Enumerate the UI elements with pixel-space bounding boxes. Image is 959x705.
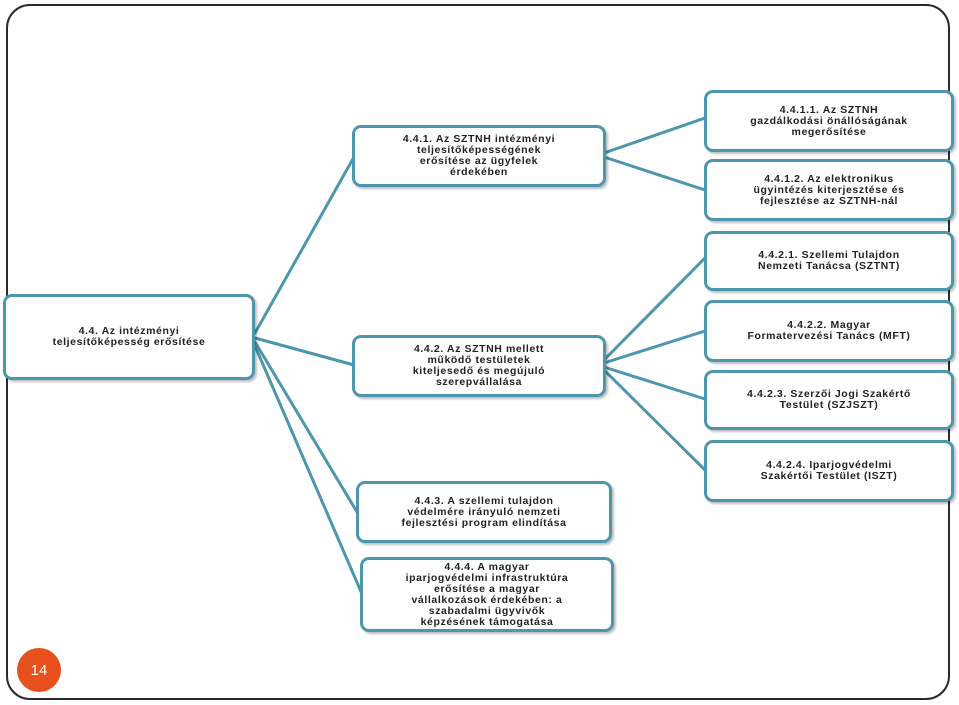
connector-441-4411: [602, 116, 707, 155]
connector-root-442: [253, 336, 356, 367]
node-4-4-2-2: 4.4.2.2. Magyar Formatervezési Tanács (M…: [704, 300, 954, 362]
connector-442-4422: [602, 329, 707, 365]
connector-root-443: [253, 340, 359, 514]
node-4-4-3: 4.4.3. A szellemi tulajdon védelmére irá…: [356, 481, 612, 543]
connector-442-4424: [602, 368, 707, 472]
page-number-badge: 14: [17, 648, 61, 692]
node-4-4-root: 4.4. Az intézményi teljesítőképesség erő…: [3, 294, 255, 380]
node-4-4-1-2: 4.4.1.2. Az elektronikus ügyintézés kite…: [704, 159, 954, 221]
connector-441-4412: [602, 155, 707, 192]
connector-root-444: [253, 344, 364, 596]
node-4-4-2-1: 4.4.2.1. Szellemi Tulajdon Nemzeti Tanác…: [704, 231, 954, 291]
node-4-4-1-1: 4.4.1.1. Az SZTNH gazdálkodási önállóság…: [704, 90, 954, 152]
connector-root-441: [253, 155, 356, 335]
node-4-4-1: 4.4.1. Az SZTNH intézményi teljesítőképe…: [352, 125, 606, 187]
node-4-4-4: 4.4.4. A magyar iparjogvédelmi infrastru…: [360, 557, 614, 632]
node-4-4-2-4: 4.4.2.4. Iparjogvédelmi Szakértői Testül…: [704, 440, 954, 502]
node-4-4-2-3: 4.4.2.3. Szerzői Jogi Szakértő Testület …: [704, 370, 954, 430]
connector-442-4423: [602, 365, 707, 401]
connector-442-4421: [602, 256, 707, 362]
node-4-4-2: 4.4.2. Az SZTNH mellett működő testülete…: [352, 335, 606, 397]
